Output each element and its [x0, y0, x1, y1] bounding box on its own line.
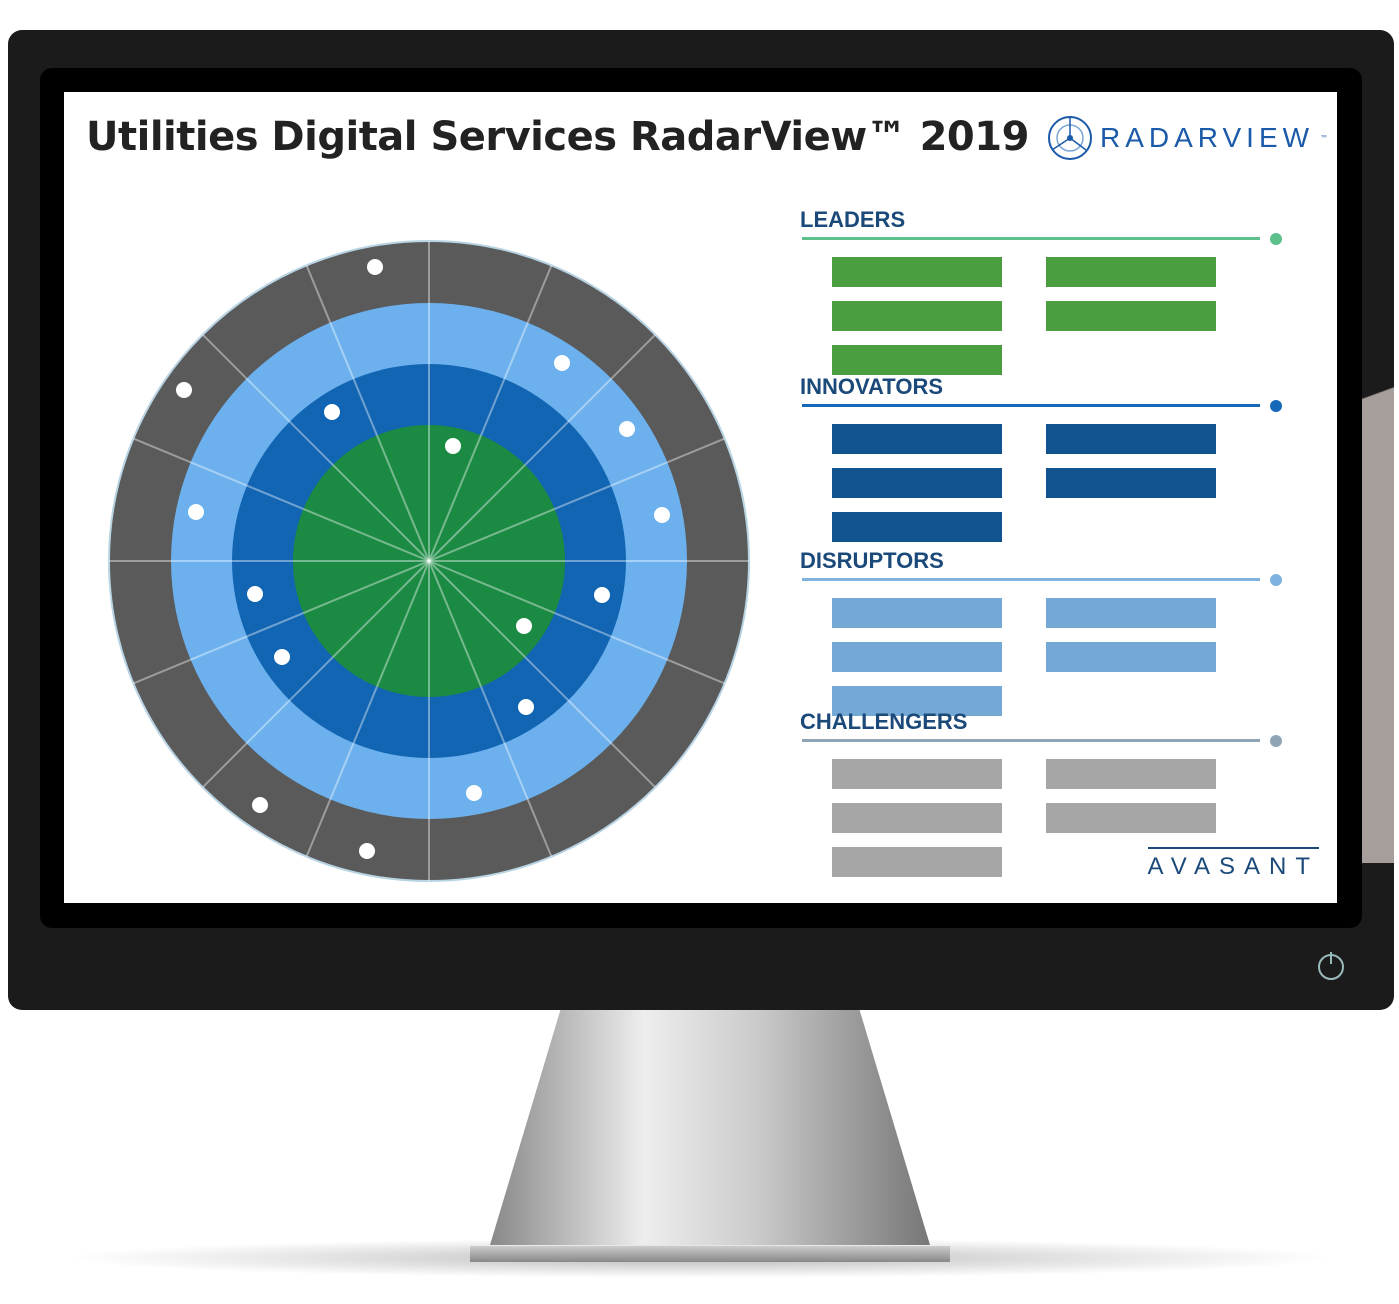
radar-spoke	[428, 560, 553, 858]
provider-bar	[832, 803, 1002, 833]
radar-spoke	[305, 264, 430, 562]
avasant-logo: AVASANT	[1147, 847, 1319, 881]
provider-bar	[832, 512, 1002, 542]
monitor-stand	[490, 1010, 930, 1245]
provider-dot[interactable]	[518, 699, 534, 715]
radar-chart	[108, 240, 750, 882]
provider-dot[interactable]	[554, 355, 570, 371]
provider-dot[interactable]	[654, 507, 670, 523]
category-leaders: LEADERS	[800, 207, 1284, 375]
category-dot	[1270, 400, 1282, 412]
provider-bar	[832, 759, 1002, 789]
category-label: CHALLENGERS	[800, 709, 968, 734]
page-title: Utilities Digital Services RadarView™ 20…	[86, 114, 1029, 160]
radar-spoke	[202, 560, 430, 788]
radar-spoke	[428, 560, 726, 685]
provider-bar	[1046, 759, 1216, 789]
provider-dot[interactable]	[252, 797, 268, 813]
provider-dot[interactable]	[274, 649, 290, 665]
category-divider	[802, 578, 1260, 581]
radarview-logo: RADARVIEW ™	[1046, 114, 1328, 162]
provider-dot[interactable]	[594, 587, 610, 603]
provider-dot[interactable]	[466, 785, 482, 801]
provider-bar	[832, 424, 1002, 454]
logo-text: RADARVIEW	[1100, 122, 1315, 153]
category-label: DISRUPTORS	[800, 548, 944, 573]
provider-dot[interactable]	[445, 438, 461, 454]
provider-bar	[832, 847, 1002, 877]
logo-tm: ™	[1320, 133, 1329, 143]
radar-spoke	[428, 334, 656, 562]
provider-bar	[832, 468, 1002, 498]
radar-spoke	[428, 437, 726, 562]
provider-dot[interactable]	[188, 504, 204, 520]
category-divider	[802, 739, 1260, 742]
provider-bar	[1046, 468, 1216, 498]
category-dot	[1270, 735, 1282, 747]
category-label: LEADERS	[800, 207, 906, 232]
category-challengers: CHALLENGERS	[800, 709, 1284, 877]
radar-spoke	[428, 264, 553, 562]
provider-dot[interactable]	[359, 843, 375, 859]
radar-spoke	[428, 560, 656, 788]
provider-dot[interactable]	[247, 586, 263, 602]
provider-bar	[832, 301, 1002, 331]
provider-dot[interactable]	[619, 421, 635, 437]
provider-dot[interactable]	[324, 404, 340, 420]
provider-bar	[1046, 301, 1216, 331]
provider-bar	[1046, 424, 1216, 454]
provider-dot[interactable]	[367, 259, 383, 275]
monitor-base	[470, 1246, 950, 1262]
provider-bar	[1046, 642, 1216, 672]
provider-bar	[832, 345, 1002, 375]
category-disruptors: DISRUPTORS	[800, 548, 1284, 716]
radar-spoke	[202, 334, 430, 562]
provider-dot[interactable]	[516, 618, 532, 634]
category-innovators: INNOVATORS	[800, 374, 1284, 542]
provider-dot[interactable]	[176, 382, 192, 398]
category-label: INNOVATORS	[800, 374, 944, 399]
provider-bar	[832, 257, 1002, 287]
radar-logo-icon	[1048, 116, 1092, 160]
provider-bar	[832, 598, 1002, 628]
provider-bar	[1046, 803, 1216, 833]
provider-bar	[1046, 257, 1216, 287]
category-divider	[802, 237, 1260, 240]
provider-bar	[1046, 598, 1216, 628]
radar-spoke	[305, 560, 430, 858]
ring-leaders	[293, 425, 565, 697]
screen: Utilities Digital Services RadarView™ 20…	[64, 92, 1337, 903]
radar-spoke	[132, 560, 430, 685]
category-dot	[1270, 233, 1282, 245]
category-divider	[802, 404, 1260, 407]
radar-spoke	[132, 437, 430, 562]
category-dot	[1270, 574, 1282, 586]
power-icon[interactable]	[1318, 952, 1344, 980]
provider-bar	[832, 686, 1002, 716]
provider-bar	[832, 642, 1002, 672]
